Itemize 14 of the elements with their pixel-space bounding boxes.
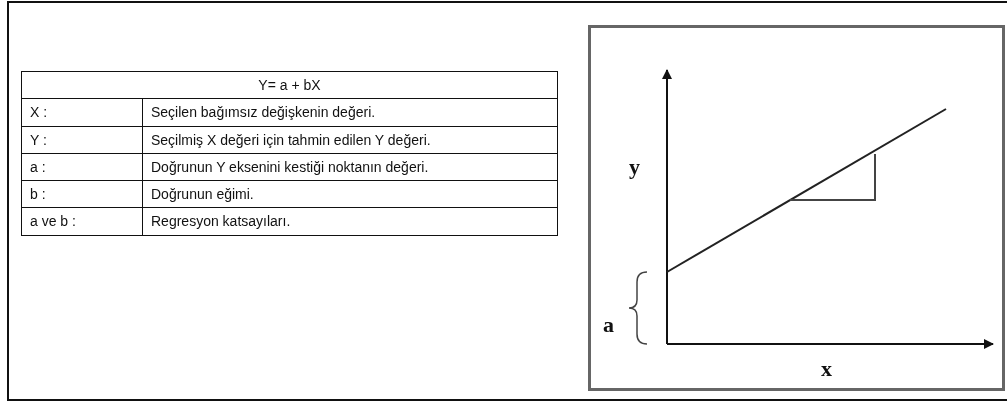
- definition-cell: Doğrunun eğimi.: [142, 180, 558, 208]
- symbol-cell: b :: [21, 180, 143, 208]
- formula-cell: Y= a + bX: [21, 71, 558, 99]
- axis-label: x: [821, 358, 832, 380]
- symbol-cell: X :: [21, 98, 143, 127]
- definition-cell: Seçilmiş X değeri için tahmin edilen Y değeri.: [142, 126, 558, 154]
- axis-label: a: [603, 314, 614, 336]
- definition-cell: Doğrunun Y eksenini kestiği noktanın değeri.: [142, 153, 558, 181]
- definition-cell: Seçilen bağımsız değişkenin değeri.: [142, 98, 558, 127]
- definition-cell: Regresyon katsayıları.: [142, 208, 558, 236]
- symbol-cell: Y :: [21, 126, 143, 154]
- symbol-cell: a ve b :: [21, 208, 143, 236]
- axis-label: y: [629, 156, 640, 178]
- symbol-cell: a :: [21, 153, 143, 181]
